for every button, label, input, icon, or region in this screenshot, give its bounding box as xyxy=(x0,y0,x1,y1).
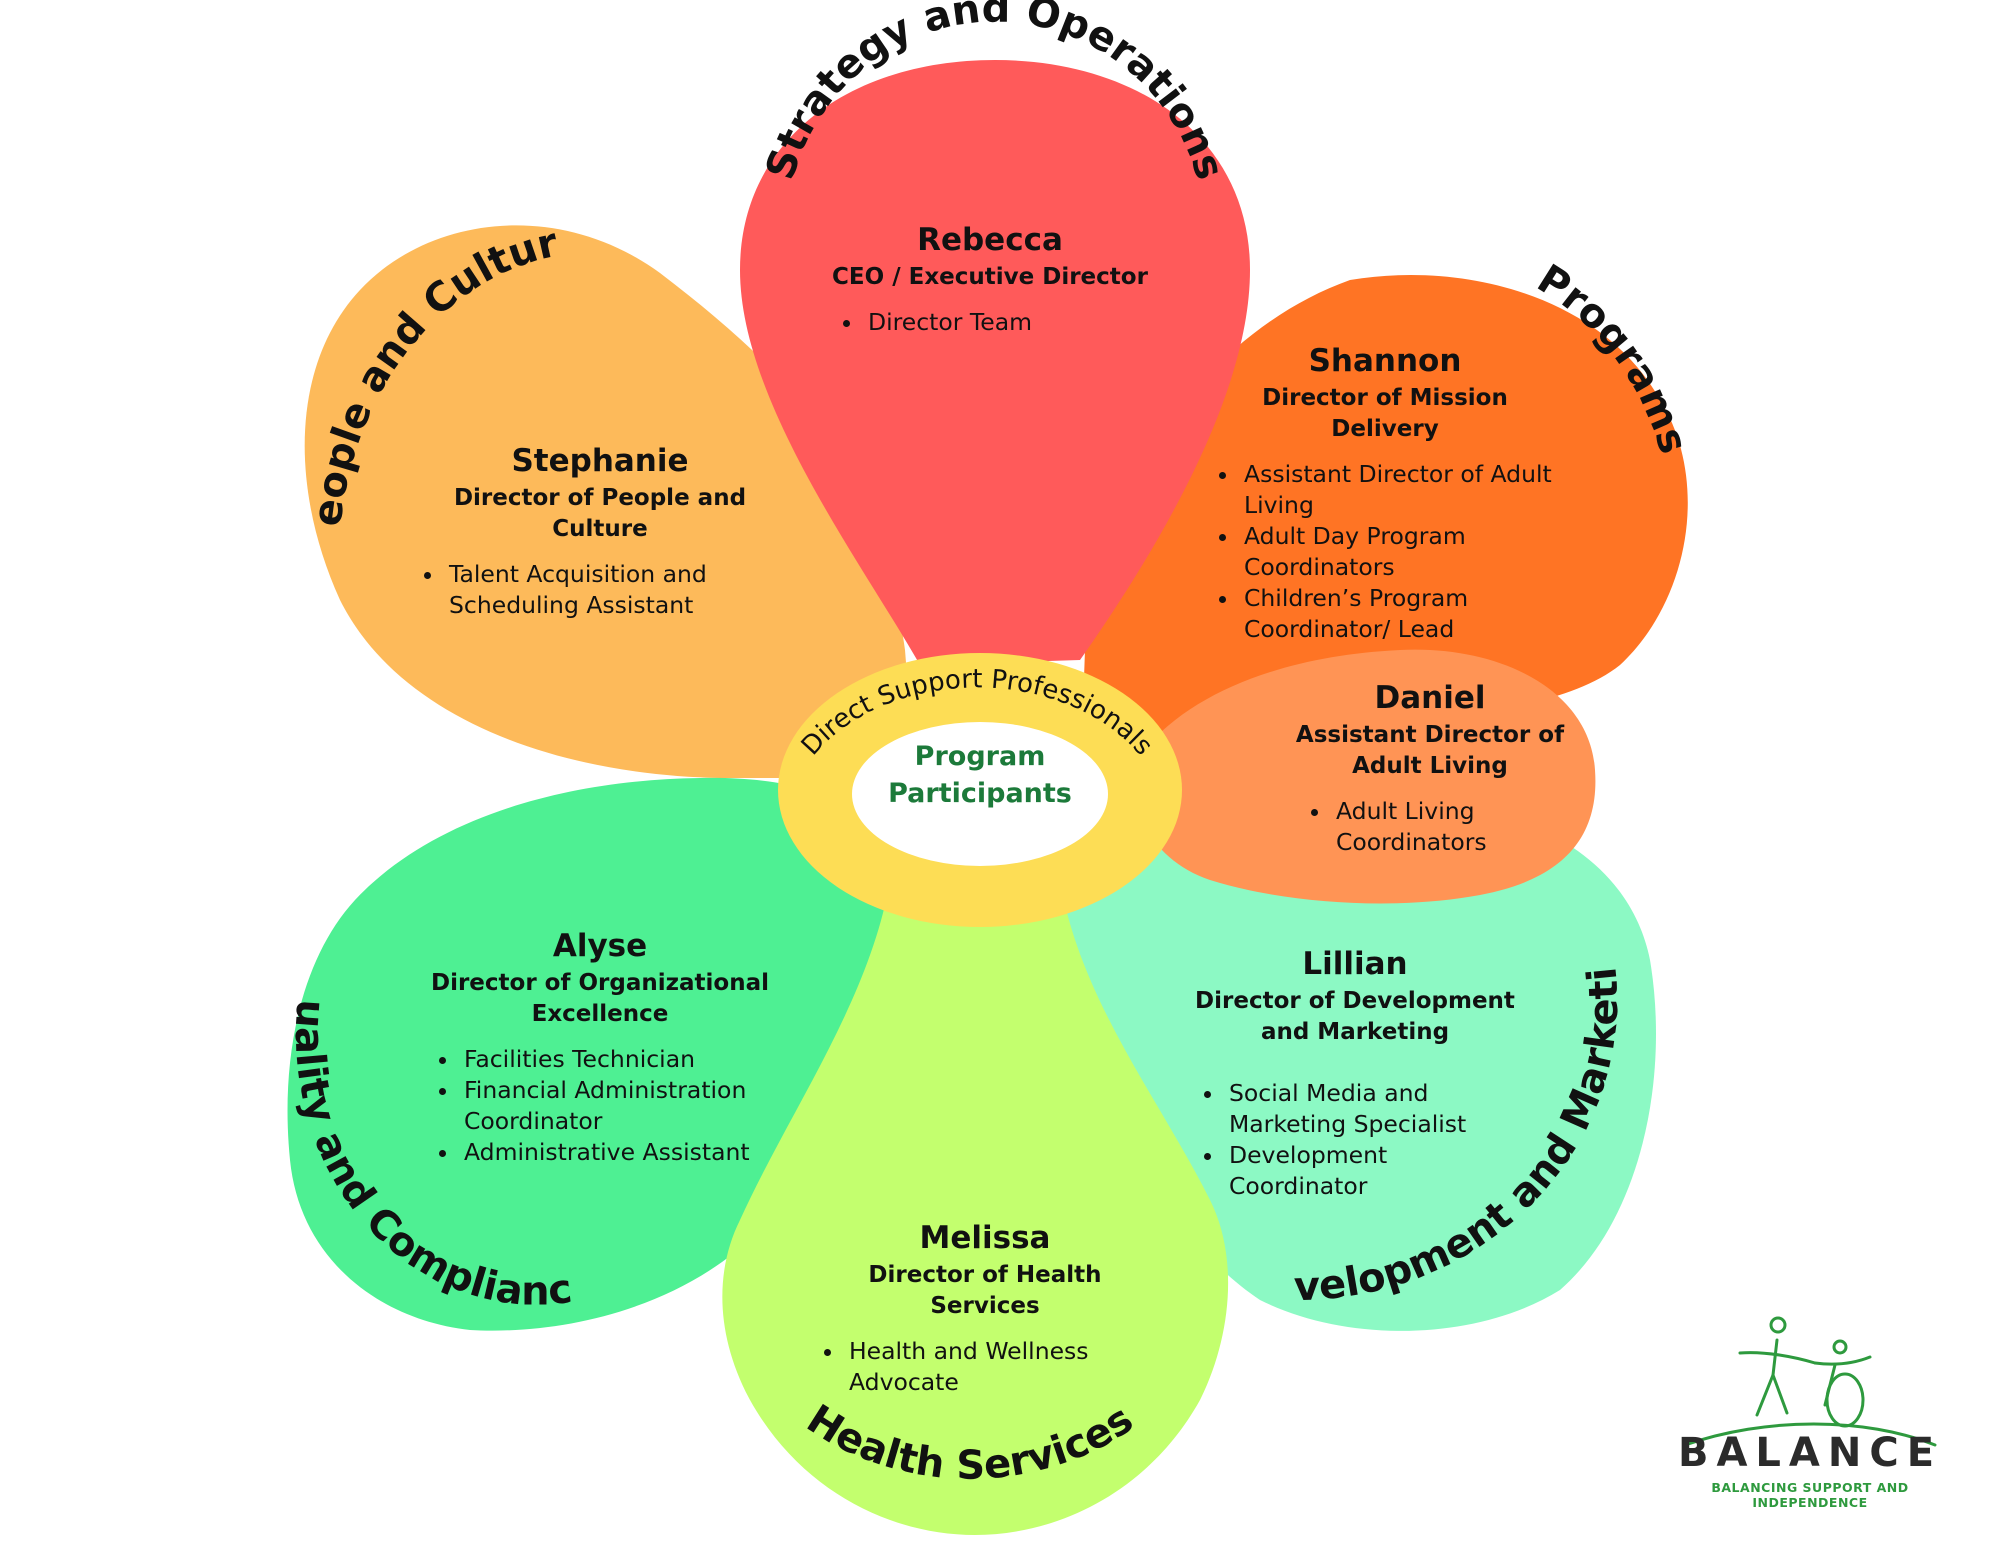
card-strategy: Rebecca CEO / Executive Director Directo… xyxy=(830,222,1150,338)
person-name: Lillian xyxy=(1302,946,1408,982)
list-item: Financial Administration Coordinator xyxy=(460,1075,770,1137)
petal-strategy-and-operations xyxy=(740,60,1250,665)
person-name: Melissa xyxy=(919,1220,1051,1256)
list-item: Adult Living Coordinators xyxy=(1332,796,1532,858)
petal-health-services xyxy=(722,880,1229,1535)
list-item: Children’s Program Coordinator/ Lead xyxy=(1240,583,1570,645)
person-role: CEO / Executive Director xyxy=(832,264,1148,290)
petal-quality-and-compliance xyxy=(287,777,892,1331)
petal-programs xyxy=(1080,275,1688,790)
card-development: Lillian Director of Development and Mark… xyxy=(1195,946,1515,1202)
person-name: Shannon xyxy=(1308,343,1462,379)
reports-list: Talent Acquisition and Scheduling Assist… xyxy=(415,559,745,621)
list-item: Assistant Director of Adult Living xyxy=(1240,459,1570,521)
list-item: Health and Wellness Advocate xyxy=(845,1336,1125,1398)
logo-tagline: BALANCING SUPPORT AND INDEPENDENCE xyxy=(1711,1480,1909,1510)
reports-list: Assistant Director of Adult Living Adult… xyxy=(1210,459,1570,645)
list-item: Development Coordinator xyxy=(1225,1140,1515,1202)
person-role: Director of Health Services xyxy=(868,1262,1102,1319)
person-role: Director of People and Culture xyxy=(453,485,747,542)
card-health: Melissa Director of Health Services Heal… xyxy=(815,1220,1155,1398)
reports-list: Facilities Technician Financial Administ… xyxy=(430,1044,770,1168)
reports-list: Health and Wellness Advocate xyxy=(815,1336,1125,1398)
person-role: Director of Organizational Excellence xyxy=(430,970,769,1027)
card-programs: Shannon Director of Mission Delivery Ass… xyxy=(1210,343,1560,645)
list-item: Social Media and Marketing Specialist xyxy=(1225,1078,1515,1140)
card-adult-living: Daniel Assistant Director of Adult Livin… xyxy=(1290,680,1570,858)
list-item: Director Team xyxy=(864,307,1150,338)
person-role: Assistant Director of Adult Living xyxy=(1295,722,1565,779)
card-people: Stephanie Director of People and Culture… xyxy=(415,443,785,621)
reports-list: Adult Living Coordinators xyxy=(1290,796,1532,858)
list-item: Talent Acquisition and Scheduling Assist… xyxy=(445,559,745,621)
petal-adult-living xyxy=(1133,649,1596,904)
person-role: Director of Mission Delivery xyxy=(1262,385,1508,442)
reports-list: Social Media and Marketing Specialist De… xyxy=(1195,1078,1515,1202)
core-label: Program Participants xyxy=(888,741,1072,809)
card-quality: Alyse Director of Organizational Excelle… xyxy=(430,928,770,1168)
person-role: Director of Development and Marketing xyxy=(1195,988,1515,1045)
person-name: Daniel xyxy=(1374,680,1486,716)
balance-logo-icon xyxy=(1683,1316,1937,1447)
person-name: Alyse xyxy=(552,928,648,964)
list-item: Administrative Assistant xyxy=(460,1137,770,1168)
logo-wordmark: BALANCE xyxy=(1677,1430,1943,1476)
person-name: Stephanie xyxy=(511,443,689,479)
list-item: Facilities Technician xyxy=(460,1044,770,1075)
person-name: Rebecca xyxy=(917,222,1063,258)
list-item: Adult Day Program Coordinators xyxy=(1240,521,1570,583)
reports-list: Director Team xyxy=(830,307,1150,338)
program-participants-core xyxy=(852,722,1108,866)
